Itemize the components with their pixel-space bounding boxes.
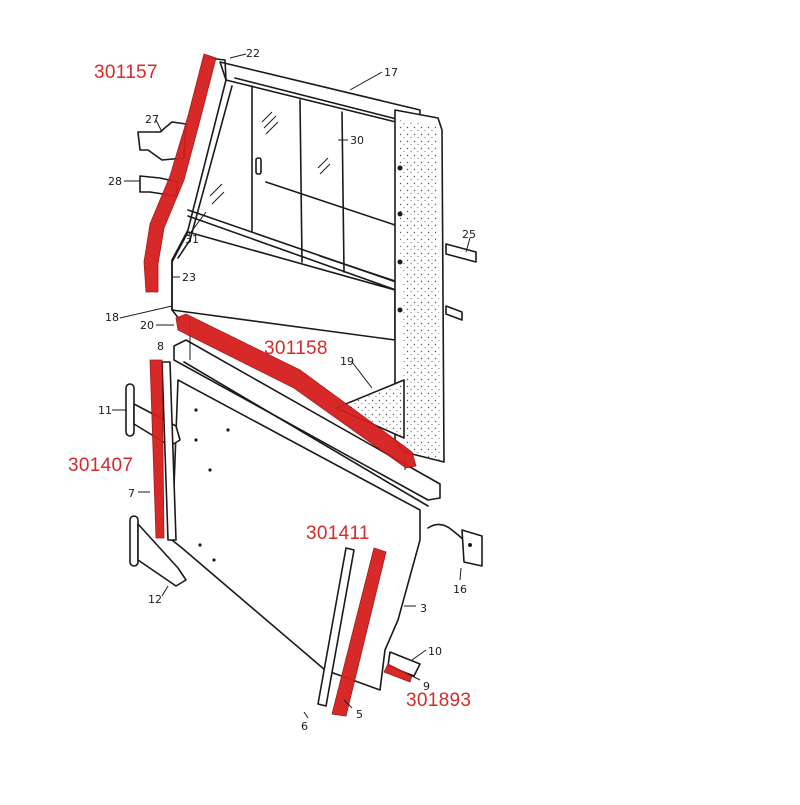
- seal-301157: [143, 53, 217, 293]
- callout-23: 23: [182, 271, 196, 284]
- callout-9: 9: [423, 680, 430, 693]
- part-number-301157: 301157: [94, 62, 158, 83]
- leader-lines: [112, 53, 471, 719]
- seal-301411: [331, 547, 387, 717]
- part-number-301893: 301893: [406, 690, 472, 711]
- callout-5: 5: [356, 708, 363, 721]
- callout-10: 10: [428, 645, 442, 658]
- part-number-301411: 301411: [306, 523, 370, 544]
- callout-18: 18: [105, 311, 119, 324]
- callout-28: 28: [108, 175, 122, 188]
- callout-6: 6: [301, 720, 308, 733]
- callout-27: 27: [145, 113, 159, 126]
- callout-19: 19: [340, 355, 354, 368]
- callout-8: 8: [157, 340, 164, 353]
- callout-11: 11: [98, 404, 112, 417]
- part-number-301158: 301158: [264, 338, 328, 359]
- callout-17: 17: [384, 66, 398, 79]
- callout-25: 25: [462, 228, 476, 241]
- callout-30: 30: [350, 134, 364, 147]
- seal-301407: [149, 359, 165, 539]
- callout-16: 16: [453, 583, 467, 596]
- seal-301158: [175, 313, 417, 469]
- callout-12: 12: [148, 593, 162, 606]
- door-latch: [427, 523, 483, 567]
- seal-301893: [383, 663, 413, 683]
- callout-20: 20: [140, 319, 154, 332]
- callout-22: 22: [246, 47, 260, 60]
- callout-31: 31: [185, 233, 199, 246]
- part-number-301407: 301407: [68, 455, 134, 476]
- callout-7: 7: [128, 487, 135, 500]
- callout-3: 3: [420, 602, 427, 615]
- upper-window-frame: [171, 57, 477, 463]
